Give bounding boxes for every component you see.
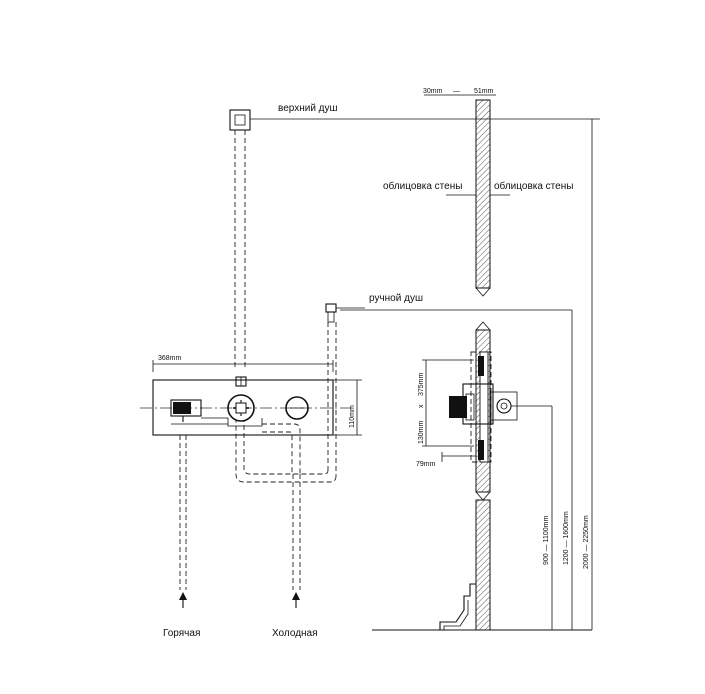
diverter-handle — [227, 394, 255, 422]
spout — [170, 399, 202, 422]
wall-max-label: 51mm — [474, 88, 494, 95]
mixer-height-label: 900 — 1100mm — [543, 516, 550, 565]
panel-width-dimension: 368mm — [152, 355, 334, 372]
panel-width-label: 368mm — [158, 355, 182, 362]
hand-shower-height-label: 1200 — 1600mm — [563, 511, 570, 565]
box-height-label: 375mm — [418, 372, 425, 396]
panel-inner-lines — [171, 417, 263, 427]
box-depth-label: 130mm — [418, 420, 425, 444]
side-view: 30mm — 51mm облицовка стены облицовка ст… — [372, 88, 593, 631]
box-x-label: x — [418, 404, 425, 408]
tray-profile — [439, 583, 476, 630]
cold-water-label: Холодная — [272, 628, 318, 639]
wall-cladding-left-label: облицовка стены — [383, 180, 462, 192]
wall-thickness-dimension: 30mm — 51mm — [423, 88, 496, 96]
height-dimensions: 900 — 1100mm 1200 — 1600mm 2000 — 2250mm — [543, 119, 593, 630]
wall-min-label: 30mm — [423, 88, 443, 95]
box-width-label: 79mm — [416, 461, 436, 468]
hand-shower-label: ручной душ — [369, 293, 423, 304]
panel-height-dimension: 110mm — [333, 379, 362, 436]
hand-shower-pipe — [235, 322, 337, 483]
hot-water-label: Горячая — [163, 628, 200, 639]
hot-water-pipe — [179, 435, 187, 608]
top-shower-label: верхний душ — [278, 103, 338, 114]
front-view: верхний душ ручной душ 368mm — [140, 103, 600, 639]
hand-shower-connector — [325, 303, 337, 323]
mixer-box — [449, 351, 552, 463]
top-shower-pipe — [234, 130, 246, 368]
wall-cladding-right-label: облицовка стены — [494, 180, 573, 192]
thermostat-handle — [285, 396, 309, 420]
panel-top-fitting — [235, 376, 247, 387]
wall-dash-label: — — [453, 88, 460, 95]
panel-height-label: 110mm — [349, 405, 356, 428]
mixer-panel — [152, 379, 334, 436]
wall-cladding-callouts: облицовка стены облицовка стены — [383, 180, 573, 196]
wall-upper-section — [475, 99, 491, 297]
cold-water-pipe — [292, 474, 301, 608]
top-shower-height-label: 2000 — 2250mm — [583, 515, 590, 569]
top-shower-connector — [229, 109, 251, 131]
box-dimensions: 375mm x 130mm 79mm — [416, 359, 476, 468]
